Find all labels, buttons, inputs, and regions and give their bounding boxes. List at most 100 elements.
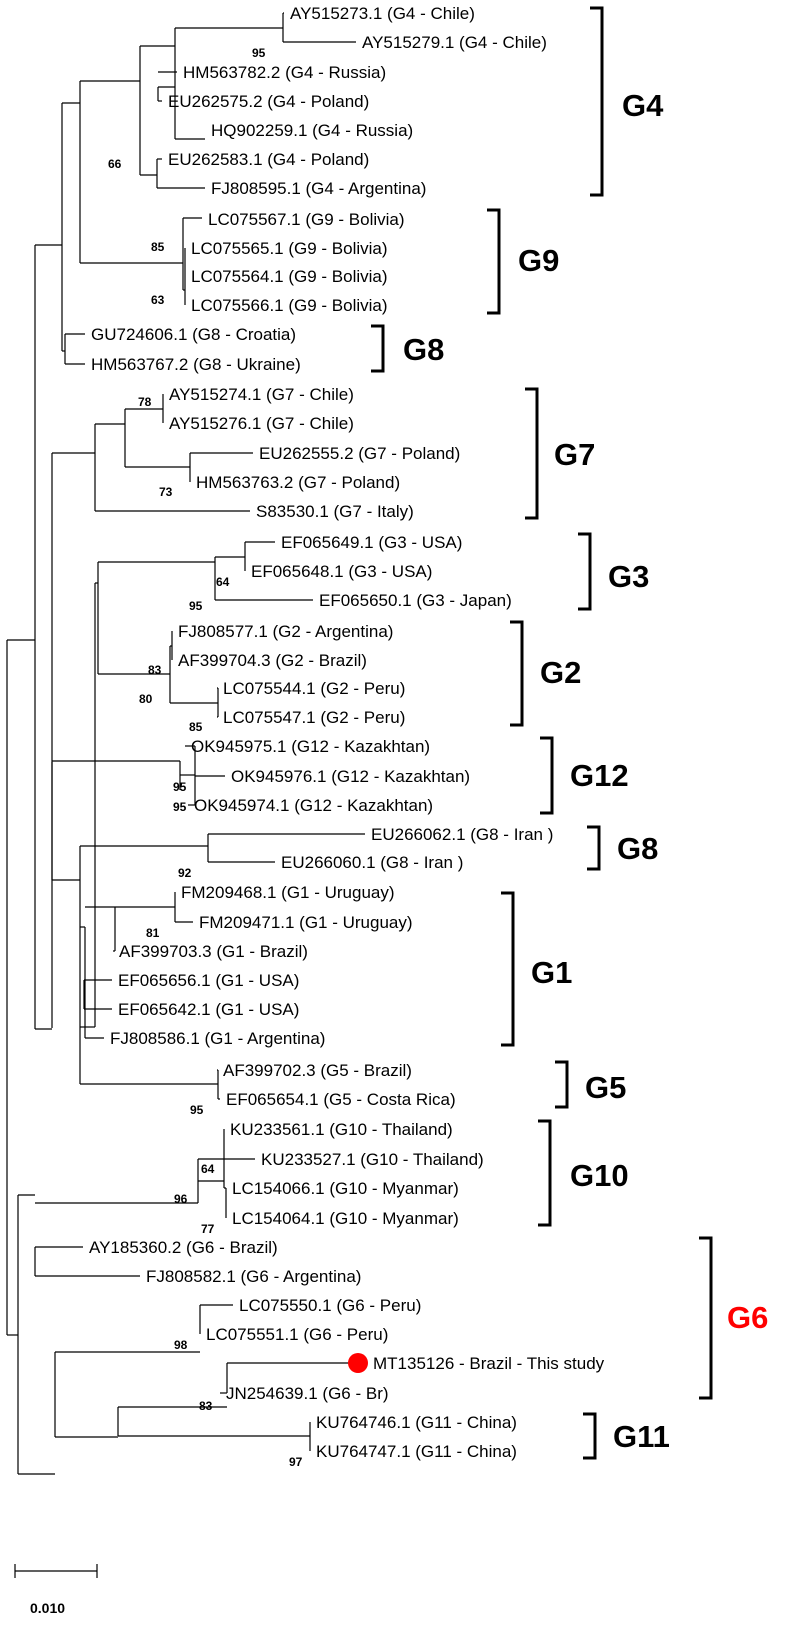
leaf-label: KU233561.1 (G10 - Thailand) xyxy=(230,1120,453,1139)
bootstrap-value: 85 xyxy=(189,720,203,734)
scale-bar: 0.010 xyxy=(14,1564,98,1616)
group-bracket xyxy=(371,324,385,373)
group-label: G9 xyxy=(518,243,559,278)
leaf-label: LC075551.1 (G6 - Peru) xyxy=(206,1325,388,1344)
leaf-label: FJ808595.1 (G4 - Argentina) xyxy=(211,179,426,198)
leaf-label: KU764746.1 (G11 - China) xyxy=(316,1413,517,1432)
group-bracket xyxy=(590,6,604,197)
leaf-label: LC075564.1 (G9 - Bolivia) xyxy=(191,267,388,286)
bootstrap-value: 81 xyxy=(146,926,160,940)
group-label: G10 xyxy=(570,1158,629,1193)
leaf-label: AF399703.3 (G1 - Brazil) xyxy=(119,942,308,961)
leaf-label: OK945974.1 (G12 - Kazakhtan) xyxy=(194,796,433,815)
leaf-label: LC075565.1 (G9 - Bolivia) xyxy=(191,239,388,258)
leaf-label: EU262583.1 (G4 - Poland) xyxy=(168,150,369,169)
bootstrap-value: 73 xyxy=(159,485,173,499)
bootstrap-value: 83 xyxy=(148,663,162,677)
leaf-label: AY515279.1 (G4 - Chile) xyxy=(362,33,547,52)
leaf-label: AY185360.2 (G6 - Brazil) xyxy=(89,1238,278,1257)
bootstrap-value: 95 xyxy=(252,46,266,60)
leaf-label: AY515273.1 (G4 - Chile) xyxy=(290,4,475,23)
bootstrap-value: 85 xyxy=(151,240,165,254)
group-bracket xyxy=(587,825,601,871)
group-bracket xyxy=(501,891,515,1047)
group-bracket xyxy=(487,208,501,315)
group-bracket xyxy=(578,532,592,611)
leaf-label: EF065654.1 (G5 - Costa Rica) xyxy=(226,1090,456,1109)
leaf-label: EF065649.1 (G3 - USA) xyxy=(281,533,462,552)
group-label: G1 xyxy=(531,955,572,990)
group-bracket xyxy=(510,620,524,727)
group-label: G8 xyxy=(403,332,444,367)
bootstrap-value: 95 xyxy=(189,599,203,613)
leaf-label: AY515276.1 (G7 - Chile) xyxy=(169,414,354,433)
bootstrap-value: 98 xyxy=(174,1338,188,1352)
bootstrap-value: 80 xyxy=(139,692,153,706)
group-label: G4 xyxy=(622,88,664,123)
leaf-label: FM209471.1 (G1 - Uruguay) xyxy=(199,913,413,932)
leaf-label: OK945976.1 (G12 - Kazakhtan) xyxy=(231,767,470,786)
group-bracket xyxy=(540,736,554,815)
group-label: G5 xyxy=(585,1070,626,1105)
leaf-label: EU266062.1 (G8 - Iran ) xyxy=(371,825,553,844)
leaf-label: KU764747.1 (G11 - China) xyxy=(316,1442,517,1461)
group-bracket xyxy=(699,1236,713,1400)
group-label: G3 xyxy=(608,559,649,594)
leaf-label: EF065650.1 (G3 - Japan) xyxy=(319,591,512,610)
leaf-label: AY515274.1 (G7 - Chile) xyxy=(169,385,354,404)
leaf-label: HM563782.2 (G4 - Russia) xyxy=(183,63,386,82)
bootstrap-value: 97 xyxy=(289,1455,303,1469)
bootstrap-value: 78 xyxy=(138,395,152,409)
bootstrap-values: 95 66 85 63 78 73 64 95 83 80 85 95 95 92 81 95 64 96 77 98… xyxy=(108,46,303,1469)
group-label: G7 xyxy=(554,437,595,472)
leaf-label: LC154066.1 (G10 - Myanmar) xyxy=(232,1179,459,1198)
leaf-label: EF065648.1 (G3 - USA) xyxy=(251,562,432,581)
leaf-label: AF399702.3 (G5 - Brazil) xyxy=(223,1061,412,1080)
bootstrap-value: 92 xyxy=(178,866,192,880)
group-label: G11 xyxy=(613,1419,670,1454)
bootstrap-value: 96 xyxy=(174,1192,188,1206)
group-label: G8 xyxy=(617,831,658,866)
leaf-label: LC154064.1 (G10 - Myanmar) xyxy=(232,1209,459,1228)
leaf-label: FJ808586.1 (G1 - Argentina) xyxy=(110,1029,325,1048)
bootstrap-value: 64 xyxy=(216,575,230,589)
leaf-label: LC075566.1 (G9 - Bolivia) xyxy=(191,296,388,315)
leaf-label: LC075544.1 (G2 - Peru) xyxy=(223,679,405,698)
group-bracket xyxy=(525,387,539,520)
leaf-label: EU266060.1 (G8 - Iran ) xyxy=(281,853,463,872)
leaf-label: FJ808582.1 (G6 - Argentina) xyxy=(146,1267,361,1286)
bootstrap-value: 77 xyxy=(201,1222,215,1236)
leaf-label: HM563763.2 (G7 - Poland) xyxy=(196,473,400,492)
leaf-label: GU724606.1 (G8 - Croatia) xyxy=(91,325,296,344)
leaf-label: HM563767.2 (G8 - Ukraine) xyxy=(91,355,301,374)
leaf-label: AF399704.3 (G2 - Brazil) xyxy=(178,651,367,670)
leaf-label: LC075550.1 (G6 - Peru) xyxy=(239,1296,421,1315)
bootstrap-value: 64 xyxy=(201,1162,215,1176)
bootstrap-value: 63 xyxy=(151,293,165,307)
leaf-label: FJ808577.1 (G2 - Argentina) xyxy=(178,622,393,641)
group-label: G6 xyxy=(727,1300,768,1335)
group-bracket xyxy=(583,1412,597,1460)
bootstrap-value: 66 xyxy=(108,157,122,171)
leaf-label: KU233527.1 (G10 - Thailand) xyxy=(261,1150,484,1169)
group-bracket xyxy=(555,1060,569,1109)
leaf-label: JN254639.1 (G6 - Br) xyxy=(226,1384,389,1403)
bootstrap-value: 95 xyxy=(173,800,187,814)
bootstrap-value: 95 xyxy=(190,1103,204,1117)
scale-bar-label: 0.010 xyxy=(30,1600,65,1616)
leaf-label: S83530.1 (G7 - Italy) xyxy=(256,502,414,521)
tree-labels: AY515273.1 (G4 - Chile) AY515279.1 (G4 - … xyxy=(89,4,605,1461)
leaf-label: LC075567.1 (G9 - Bolivia) xyxy=(208,210,405,229)
bootstrap-value: 95 xyxy=(173,780,187,794)
bootstrap-value: 83 xyxy=(199,1399,213,1413)
group-bracket xyxy=(538,1119,552,1227)
leaf-label: EF065642.1 (G1 - USA) xyxy=(118,1000,299,1019)
leaf-label: EU262555.2 (G7 - Poland) xyxy=(259,444,460,463)
tree-branches xyxy=(6,12,365,1475)
group-label: G2 xyxy=(540,655,581,690)
highlight-marker xyxy=(348,1353,368,1373)
leaf-label: EF065656.1 (G1 - USA) xyxy=(118,971,299,990)
leaf-label: FM209468.1 (G1 - Uruguay) xyxy=(181,883,395,902)
